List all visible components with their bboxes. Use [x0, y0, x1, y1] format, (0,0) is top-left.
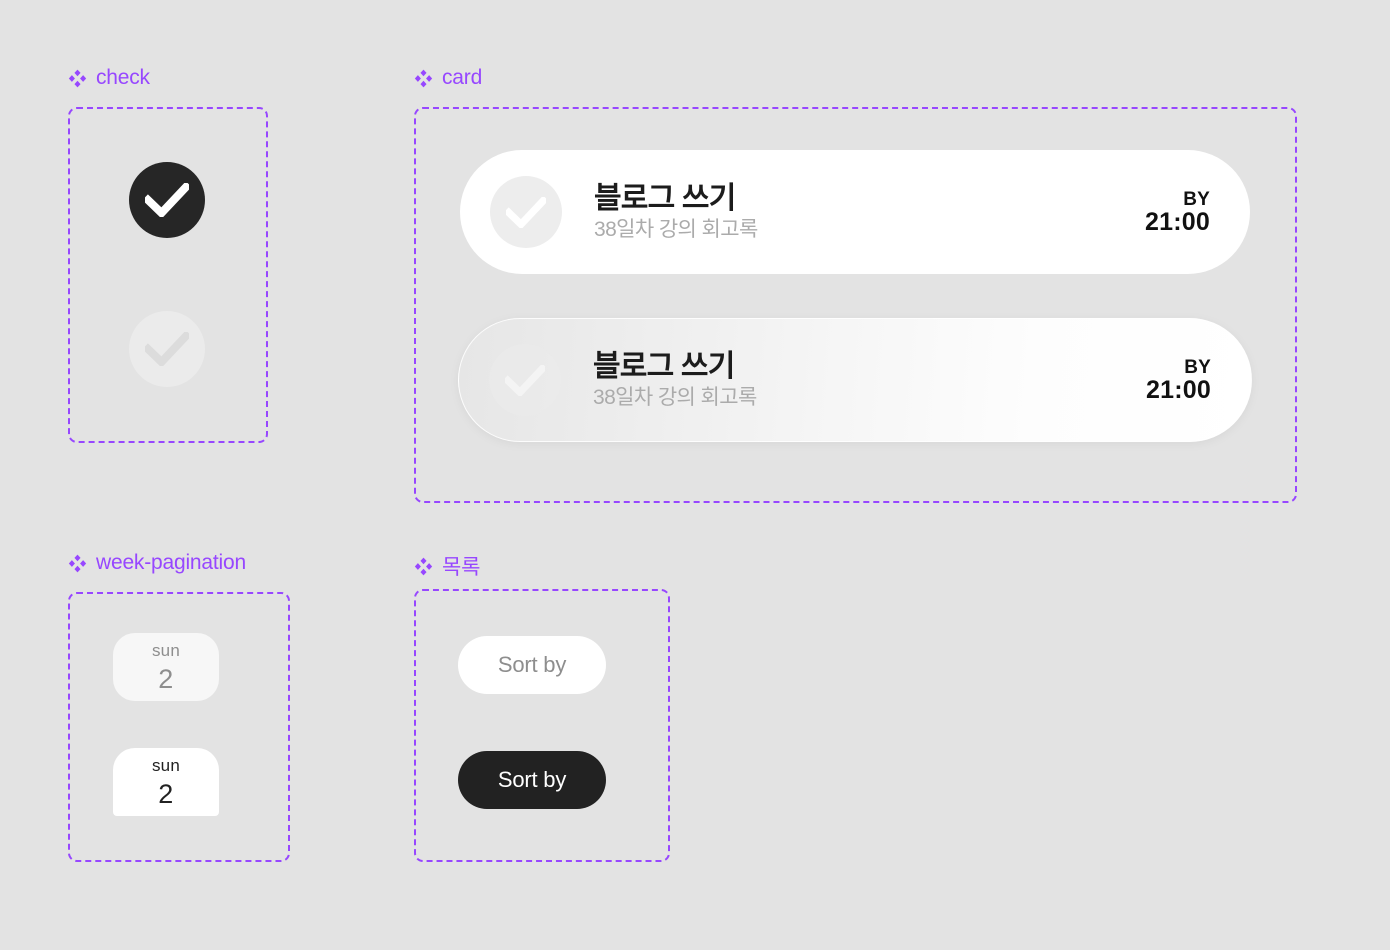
check-icon	[506, 196, 546, 228]
week-day-number: 2	[158, 778, 174, 809]
diamond-cluster-icon	[414, 69, 433, 87]
check-icon	[145, 183, 189, 217]
frame-week-pagination	[68, 592, 290, 862]
card-subtitle: 38일차 강의 회고록	[593, 386, 757, 410]
card-time-value: 21:00	[1145, 207, 1210, 236]
card-item[interactable]: 블로그 쓰기 38일차 강의 회고록 BY 21:00	[458, 318, 1252, 442]
check-icon	[505, 364, 545, 396]
check-toggle-active[interactable]	[129, 162, 205, 238]
card-check-icon-wrap[interactable]	[489, 344, 561, 416]
week-day-chip-inactive[interactable]: sun 2	[113, 633, 219, 701]
sort-by-label: Sort by	[497, 652, 567, 677]
frame-check	[68, 107, 268, 443]
sort-by-label: Sort by	[497, 767, 567, 792]
card-text-block: 블로그 쓰기 38일차 강의 회고록	[594, 182, 1145, 243]
frame-card	[414, 107, 1297, 503]
check-toggle-inactive[interactable]	[129, 311, 205, 387]
card-title: 블로그 쓰기	[594, 181, 736, 215]
section-label-text: week-pagination	[96, 551, 246, 574]
section-label-week-pagination: week-pagination	[68, 551, 246, 575]
card-time-value: 21:00	[1146, 375, 1211, 404]
section-label-text: card	[442, 66, 483, 89]
card-due-time: BY 21:00	[1145, 190, 1210, 235]
card-subtitle: 38일차 강의 회고록	[594, 218, 758, 242]
week-day-number: 2	[158, 663, 174, 694]
section-label-check: check	[68, 66, 150, 90]
card-text-block: 블로그 쓰기 38일차 강의 회고록	[593, 350, 1146, 411]
section-label-list: 목록	[414, 551, 480, 581]
sort-by-button-default[interactable]: Sort by	[458, 636, 606, 694]
card-title: 블로그 쓰기	[593, 349, 735, 383]
diamond-cluster-icon	[68, 554, 87, 572]
section-label-text: 목록	[442, 556, 481, 579]
card-by-label: BY	[1183, 188, 1210, 210]
sort-by-button-selected[interactable]: Sort by	[458, 751, 606, 809]
card-due-time: BY 21:00	[1146, 358, 1211, 403]
week-day-name: sun	[151, 755, 180, 775]
section-label-text: check	[96, 66, 150, 89]
check-icon	[145, 332, 189, 366]
card-by-label: BY	[1184, 356, 1211, 378]
frame-list	[414, 589, 670, 862]
diamond-cluster-icon	[414, 557, 433, 575]
diamond-cluster-icon	[68, 69, 87, 87]
section-label-card: card	[414, 66, 482, 90]
week-day-chip-active[interactable]: sun 2	[113, 748, 219, 816]
card-item[interactable]: 블로그 쓰기 38일차 강의 회고록 BY 21:00	[460, 150, 1250, 274]
week-day-name: sun	[151, 640, 180, 660]
card-check-icon-wrap[interactable]	[490, 176, 562, 248]
